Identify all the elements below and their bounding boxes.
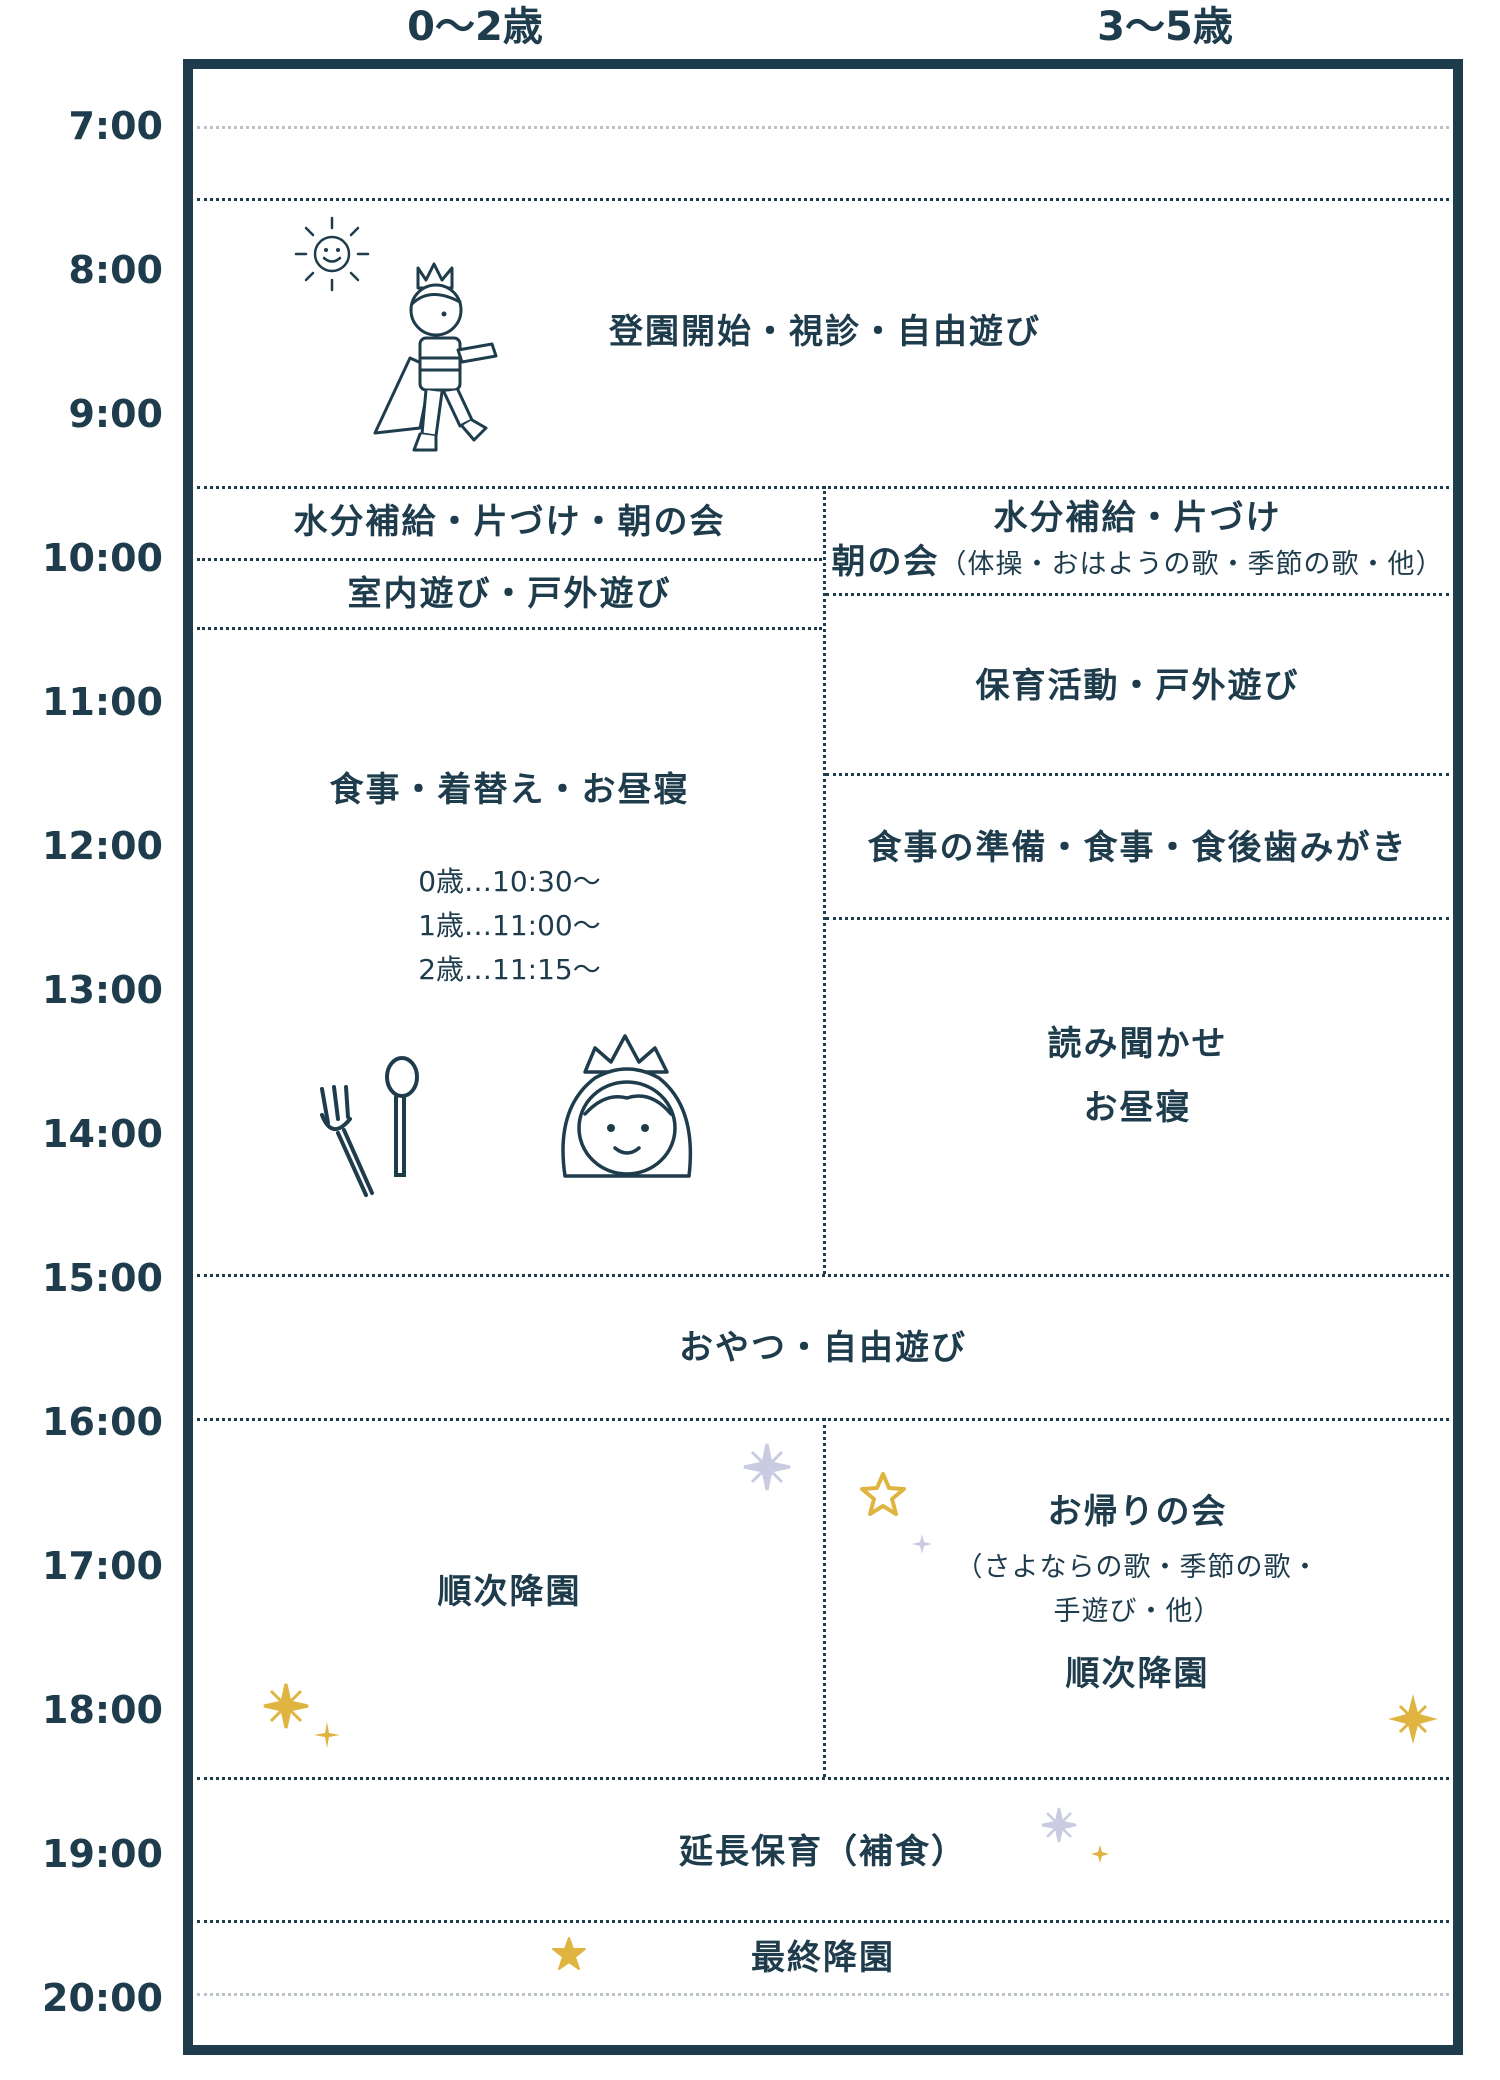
divider-20-00 <box>197 1993 1449 1996</box>
meal-time-age-0: 0歳…10:30〜 <box>418 865 601 898</box>
fork-icon <box>320 1085 374 1197</box>
activity-older-meal: 食事の準備・食事・食後歯みがき <box>867 828 1408 868</box>
time-label-0700: 7:00 <box>68 104 163 148</box>
activity-older-goodbye: お帰りの会 <box>1047 1492 1228 1532</box>
activity-infant-meal: 食事・着替え・お昼寝 <box>329 770 690 810</box>
activity-extended-care: 延長保育（補食） <box>679 1832 967 1872</box>
activity-arrival: 登園開始・視診・自由遊び <box>609 312 1041 352</box>
star-icon <box>860 1472 906 1516</box>
divider-infant-10-30 <box>197 627 822 630</box>
divider-7-00 <box>197 126 1449 129</box>
sparkle-icon <box>743 1443 791 1491</box>
column-divider-evening <box>823 1418 826 1777</box>
sparkle-icon <box>1388 1694 1438 1744</box>
older-morning-note: （体操・おはようの歌・季節の歌・他） <box>939 549 1444 580</box>
activity-snack: おやつ・自由遊び <box>679 1328 967 1368</box>
infant-meal-times: 0歳…10:30〜 1歳…11:00〜 2歳…11:15〜 <box>197 860 822 992</box>
older-morning-title: 朝の会 <box>831 542 940 582</box>
divider-7-30 <box>197 198 1449 201</box>
time-label-1200: 12:00 <box>42 824 163 868</box>
activity-older-departure: 順次降園 <box>1065 1654 1210 1694</box>
sparkle-icon <box>263 1683 309 1729</box>
time-label-1300: 13:00 <box>42 968 163 1012</box>
divider-infant-10-00 <box>197 558 822 561</box>
time-label-1800: 18:00 <box>42 1688 163 1732</box>
time-label-1900: 19:00 <box>42 1832 163 1876</box>
sparkle-icon <box>912 1534 932 1554</box>
activity-older-story: 読み聞かせ <box>1047 1024 1228 1064</box>
time-label-0800: 8:00 <box>68 248 163 292</box>
princess-icon <box>561 1034 693 1178</box>
activity-older-nap: お昼寝 <box>1083 1088 1192 1128</box>
activity-infant-departure: 順次降園 <box>437 1572 582 1612</box>
spoon-icon <box>385 1056 419 1177</box>
meal-time-age-2: 2歳…11:15〜 <box>418 953 601 986</box>
column-divider-morning <box>823 486 826 1274</box>
sparkle-icon <box>314 1722 340 1748</box>
activity-older-play: 保育活動・戸外遊び <box>975 666 1300 706</box>
divider-older-11-30 <box>826 773 1449 776</box>
star-icon <box>552 1937 586 1970</box>
time-label-2000: 20:00 <box>42 1976 163 2020</box>
activity-older-morning-line1: 水分補給・片づけ <box>993 498 1282 538</box>
divider-older-10-15 <box>826 593 1449 596</box>
time-label-1400: 14:00 <box>42 1112 163 1156</box>
activity-final-departure: 最終降園 <box>751 1938 895 1978</box>
older-goodbye-note-2: 手遊び・他） <box>1053 1596 1222 1627</box>
meal-time-age-1: 1歳…11:00〜 <box>418 909 601 942</box>
time-label-1600: 16:00 <box>42 1400 163 1444</box>
column-header-0-2: 0〜2歳 <box>407 4 543 50</box>
activity-infant-morning: 水分補給・片づけ・朝の会 <box>293 502 726 542</box>
older-goodbye-note-1: （さよならの歌・季節の歌・ <box>955 1552 1320 1583</box>
sparkle-icon <box>1041 1807 1077 1843</box>
divider-18-30 <box>197 1777 1449 1780</box>
time-label-1500: 15:00 <box>42 1256 163 1300</box>
divider-15-00 <box>197 1274 1449 1277</box>
activity-infant-play: 室内遊び・戸外遊び <box>347 574 672 614</box>
divider-19-30 <box>197 1920 1449 1923</box>
time-label-0900: 9:00 <box>68 392 163 436</box>
activity-older-morning-line2: 朝の会（体操・おはようの歌・季節の歌・他） <box>826 540 1449 587</box>
schedule-frame <box>183 59 1463 2055</box>
sun-icon <box>294 216 370 292</box>
prince-icon <box>373 262 498 452</box>
column-header-3-5: 3〜5歳 <box>1097 4 1233 50</box>
divider-older-12-30 <box>826 917 1449 920</box>
sparkle-icon <box>1091 1845 1109 1863</box>
time-label-1000: 10:00 <box>42 536 163 580</box>
time-label-1100: 11:00 <box>42 680 163 724</box>
time-label-1700: 17:00 <box>42 1544 163 1588</box>
